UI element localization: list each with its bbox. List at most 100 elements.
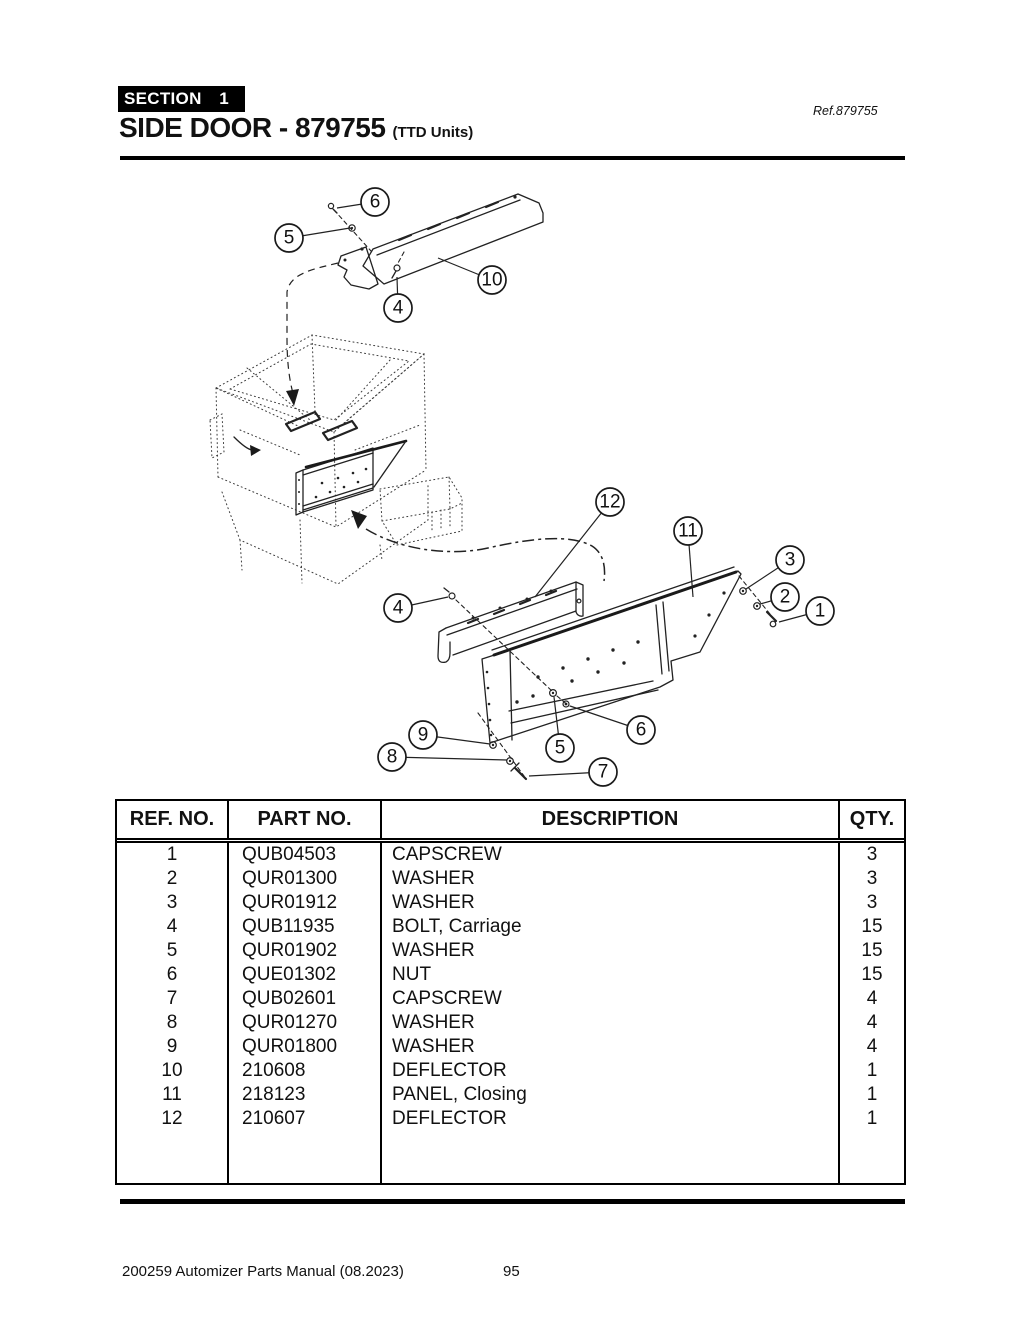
table-cell: 1	[866, 1108, 878, 1129]
table-cell: 15	[861, 964, 883, 985]
svg-text:12: 12	[599, 492, 620, 513]
table-cell: 11	[117, 1083, 229, 1107]
callout-9: 9	[408, 720, 438, 750]
column-header: REF. NO.	[117, 801, 229, 843]
table-cell: WASHER	[381, 939, 840, 963]
svg-text:5: 5	[555, 738, 566, 759]
callout-10: 10	[477, 265, 507, 295]
table-cell: NUT	[381, 963, 840, 987]
table-cell: 3	[866, 868, 878, 889]
page-title: SIDE DOOR - 879755	[119, 112, 386, 143]
table-cell: QUB02601	[228, 987, 382, 1011]
table-cell: QUE01302	[228, 963, 382, 987]
table-cell: DEFLECTOR	[381, 1059, 840, 1083]
callout-5: 5	[274, 223, 304, 253]
machine-outline	[209, 334, 463, 585]
table-cell: 1	[866, 1084, 878, 1105]
section-badge: SECTION 1	[118, 86, 245, 112]
callout-1: 1	[805, 596, 835, 626]
table-cell: 3	[866, 844, 878, 865]
svg-text:4: 4	[393, 298, 404, 319]
svg-text:3: 3	[785, 550, 796, 571]
table-cell: QUR01300	[228, 867, 382, 891]
install-arrow-top	[286, 262, 339, 406]
table-cell: 15	[861, 916, 883, 937]
table-cell: QUR01902	[228, 939, 382, 963]
section-number: 1	[219, 89, 229, 108]
table-cell: WASHER	[381, 891, 840, 915]
table-cell: 4	[866, 1036, 878, 1057]
bottom-fasteners	[443, 575, 778, 781]
table-cell: QUB11935	[228, 915, 382, 939]
column-header: PART NO.	[228, 801, 382, 843]
table-cell: 1	[117, 840, 229, 867]
side-door-mounted	[233, 436, 408, 516]
table-cell: WASHER	[381, 867, 840, 891]
header-rule	[120, 156, 905, 160]
chute-slots	[284, 410, 359, 442]
callout-4: 4	[383, 593, 413, 623]
svg-text:6: 6	[370, 192, 381, 213]
callout-3: 3	[775, 545, 805, 575]
svg-text:11: 11	[678, 521, 698, 542]
callout-5: 5	[545, 733, 575, 763]
table-cell: 6	[117, 963, 229, 987]
deflector-10	[327, 193, 544, 290]
footer-text: 200259 Automizer Parts Manual (08.2023)	[122, 1263, 404, 1280]
footer-rule	[120, 1199, 905, 1204]
svg-text:5: 5	[284, 228, 295, 249]
table-cell: 10	[117, 1059, 229, 1083]
title-suffix: (TTD Units)	[392, 124, 474, 141]
svg-text:7: 7	[598, 762, 609, 783]
table-cell: 9	[117, 1035, 229, 1059]
callout-12: 12	[595, 487, 625, 517]
table-cell: QUR01912	[228, 891, 382, 915]
svg-text:1: 1	[815, 601, 826, 622]
callout-6: 6	[360, 187, 390, 217]
table-cell: 1	[866, 1060, 878, 1081]
table-cell: 2	[117, 867, 229, 891]
table-cell: 15	[861, 940, 883, 961]
svg-text:9: 9	[418, 725, 429, 746]
table-cell: QUR01800	[228, 1035, 382, 1059]
table-cell: 218123	[228, 1083, 382, 1107]
table-cell: QUB04503	[228, 840, 382, 867]
section-label: SECTION	[124, 89, 202, 108]
table-cell: WASHER	[381, 1011, 840, 1035]
table-cell: 7	[117, 987, 229, 1011]
table-cell: 8	[117, 1011, 229, 1035]
page-number: 95	[503, 1263, 520, 1280]
column-header: QTY.	[839, 801, 904, 843]
callout-7: 7	[588, 757, 618, 787]
table-cell: BOLT, Carriage	[381, 915, 840, 939]
table-cell: CAPSCREW	[381, 987, 840, 1011]
table-cell: 4	[866, 1012, 878, 1033]
svg-text:4: 4	[393, 598, 404, 619]
svg-text:6: 6	[636, 720, 647, 741]
table-cell: DEFLECTOR	[381, 1107, 840, 1131]
table-cell: 4	[866, 988, 878, 1009]
table-cell: CAPSCREW	[381, 840, 840, 867]
table-cell: 12	[117, 1107, 229, 1131]
table-filler-row	[117, 1131, 904, 1183]
svg-text:10: 10	[481, 270, 502, 291]
install-arrow-side	[351, 510, 606, 582]
table-cell: 5	[117, 939, 229, 963]
table-cell: QUR01270	[228, 1011, 382, 1035]
table-cell: 210607	[228, 1107, 382, 1131]
ref-note: Ref.879755	[813, 104, 878, 118]
